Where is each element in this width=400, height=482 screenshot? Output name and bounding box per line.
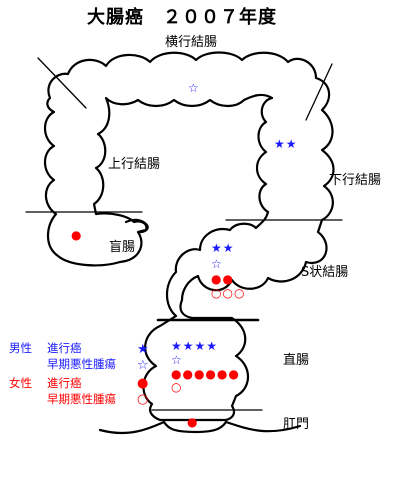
anus-funnel: [162, 420, 228, 434]
marker-cecum-female-advanced: ●: [71, 228, 83, 242]
marker-sigmoid-male-early: ☆: [211, 257, 223, 271]
legend-female-early-icon: ○: [137, 392, 149, 407]
marker-rectum-female-early: ○: [171, 380, 183, 394]
legend-male-advanced-icon: ★: [137, 342, 149, 357]
legend-male-label: 男性: [9, 341, 32, 355]
marker-sigmoid-female-early: ○○○: [211, 286, 246, 300]
legend-female-early-text: 早期悪性腫瘍: [47, 392, 116, 406]
label-descending-colon: 下行結腸: [329, 173, 382, 188]
colon-outer-wall: [43, 51, 335, 422]
legend-female-advanced-icon: ●: [137, 376, 149, 391]
label-transverse-colon: 横行結腸: [165, 35, 218, 50]
marker-transverse-male-early: ☆: [188, 81, 200, 95]
marker-rectum-female-advanced: ●●●●●●: [171, 367, 240, 381]
legend-male-early-text: 早期悪性腫瘍: [47, 357, 116, 371]
legend-female-label: 女性: [9, 376, 32, 390]
anus-outline: [98, 420, 302, 435]
legend-female-advanced-text: 進行癌: [47, 376, 82, 390]
marker-rectum-male-early: ☆: [171, 353, 183, 367]
marker-sigmoid-female-advanced: ●●: [211, 272, 234, 286]
label-anus: 肛門: [283, 417, 310, 432]
label-rectum: 直腸: [283, 353, 310, 368]
marker-anus-female-advanced: ●: [187, 415, 199, 429]
line-transverse-right: [305, 63, 333, 121]
appendix-outline: [124, 218, 149, 234]
legend-male-early-icon: ☆: [137, 358, 149, 373]
page-title: 大腸癌 ２００７年度: [87, 7, 277, 28]
marker-sigmoid-male-advanced: ★★: [211, 241, 235, 255]
marker-descending-male-advanced: ★★: [274, 137, 298, 151]
legend-male-advanced-text: 進行癌: [47, 341, 82, 355]
marker-rectum-male-advanced: ★★★★: [171, 339, 219, 353]
label-sigmoid-colon: S状結腸: [301, 265, 349, 280]
label-cecum: 盲腸: [109, 240, 136, 255]
line-transverse-left: [37, 57, 87, 109]
label-ascending-colon: 上行結腸: [108, 157, 161, 172]
